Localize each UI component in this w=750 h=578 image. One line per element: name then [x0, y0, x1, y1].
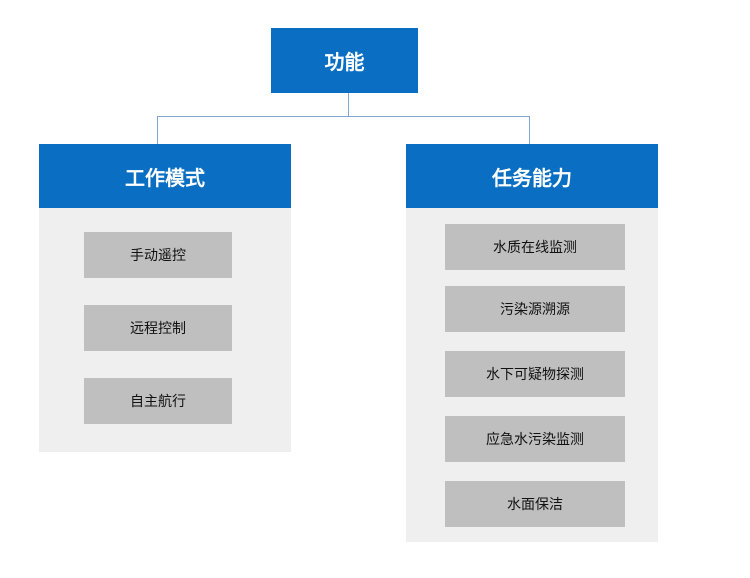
list-item: 污染源溯源 [445, 286, 625, 332]
list-item-label: 水质在线监测 [493, 240, 577, 256]
list-item-label: 水面保洁 [507, 497, 563, 513]
list-item-label: 手动遥控 [130, 248, 186, 264]
root-label: 功能 [324, 50, 365, 74]
list-item: 水下可疑物探测 [445, 351, 625, 397]
connector-root-down [348, 93, 349, 116]
list-item: 远程控制 [84, 305, 232, 351]
list-item: 应急水污染监测 [445, 416, 625, 462]
list-item: 手动遥控 [84, 232, 232, 278]
list-item-label: 自主航行 [130, 394, 186, 410]
connector-right-down [529, 116, 530, 144]
connector-left-down [157, 116, 158, 144]
column-header-task-capability: 任务能力 [406, 144, 658, 208]
list-item: 水面保洁 [445, 481, 625, 527]
list-item-label: 水下可疑物探测 [486, 367, 584, 383]
list-item: 水质在线监测 [445, 224, 625, 270]
column-title: 工作模式 [125, 165, 205, 190]
root-node: 功能 [271, 28, 418, 93]
list-item-label: 污染源溯源 [500, 302, 570, 318]
column-header-work-mode: 工作模式 [39, 144, 291, 208]
list-item-label: 应急水污染监测 [486, 432, 584, 448]
connector-horizontal [157, 116, 530, 117]
column-title: 任务能力 [492, 165, 572, 190]
list-item-label: 远程控制 [130, 321, 186, 337]
list-item: 自主航行 [84, 378, 232, 424]
